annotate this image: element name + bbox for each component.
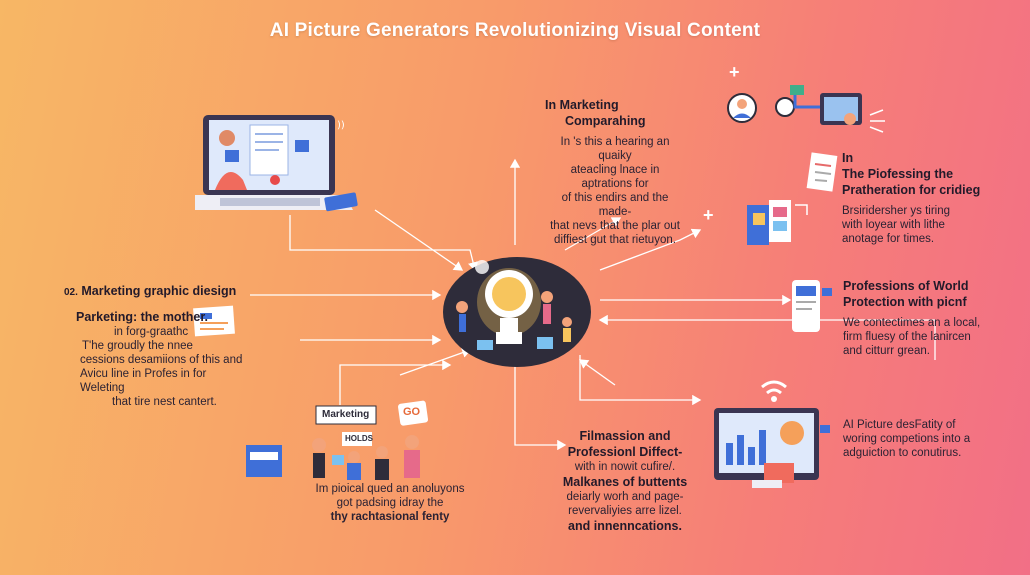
- left-mid-heading: Marketing graphic diesign: [81, 284, 237, 298]
- page-title: AI Picture Generators Revolutionizing Vi…: [269, 20, 761, 41]
- left-mid-line: Avicu line in Profes in for Weleting: [80, 368, 207, 394]
- top-right-line: anotage for times.: [842, 233, 935, 245]
- document-icon: [806, 152, 838, 192]
- right-mid-heading-2: Protection with picnf: [843, 295, 967, 309]
- right-mid-text: Professions of World Protection with pic…: [843, 278, 993, 358]
- bottom-center-heading-1: Filmassion and: [579, 429, 671, 443]
- go-sign-label: GO: [403, 406, 421, 418]
- top-center-line: diffiest gut that rietuyon.: [554, 234, 676, 246]
- bottom-center-footer: and innenncations.: [568, 519, 682, 533]
- right-mid-heading-1: Professions of World: [843, 279, 969, 293]
- top-center-line: In 's this a hearing an quaiky: [560, 136, 670, 162]
- arrow-bottom-left-2: [399, 347, 472, 376]
- laptop-illustration: )): [195, 115, 358, 212]
- top-right-heading-3: Pratheration for cridieg: [842, 183, 981, 197]
- top-right-heading-2: The Piofessing the: [842, 167, 954, 181]
- top-right-heading-1: In: [842, 151, 854, 165]
- bottom-center-heading-2: Professionl Diffect-: [567, 445, 683, 459]
- left-mid-line: that tire nest cantert.: [112, 396, 217, 408]
- top-right-line: Brsiridersher ys tiring: [842, 205, 950, 217]
- left-mid-text: 02. Marketing graphic diesign Parketing:…: [64, 283, 254, 409]
- monitor-illustration: [714, 380, 830, 488]
- phone-icon: [792, 280, 832, 332]
- left-mid-line: cessions desamiions of this and: [80, 354, 243, 366]
- bottom-center-line: revervaliyies arre lizel.: [568, 505, 682, 517]
- left-doc-icon: [193, 305, 235, 337]
- holds-sign-label: HOLDS: [345, 434, 373, 443]
- bottom-center-text: Filmassion and Professionl Diffect- with…: [545, 428, 705, 534]
- left-mid-subheading: Parketing: the mother.: [76, 310, 208, 324]
- bottom-right-line: AI Picture desFatity of: [843, 419, 956, 431]
- central-hub: [443, 257, 591, 367]
- arrow-top-right: [599, 228, 702, 271]
- plus-icon: +: [729, 62, 740, 82]
- photo-board-icon: [747, 200, 808, 245]
- bottom-center-line: with in nowit cufire/.: [574, 461, 676, 473]
- bottom-center-line: deiarly worh and page-: [566, 491, 684, 503]
- marketing-team-illustration: Marketing GO HOLDS: [244, 400, 454, 480]
- arrow-bottom-right-up: [578, 359, 616, 386]
- marketing-sign-label: Marketing: [322, 409, 370, 420]
- section-number: 02.: [64, 287, 78, 298]
- top-center-heading-2: Comparahing: [565, 114, 646, 128]
- arrow-bottom-left: [339, 359, 452, 405]
- bottom-center-heading-3: Malkanes of buttents: [562, 475, 688, 489]
- arrow-laptop-2: [289, 215, 479, 272]
- plus-icon: +: [703, 205, 714, 225]
- arrow-laptop: [374, 209, 464, 271]
- arrow-bottom-right: [579, 355, 702, 406]
- bottom-left-footer: thy rachtasional fenty: [330, 511, 450, 523]
- top-center-text: In Marketing Comparahing In 's this a he…: [545, 97, 685, 247]
- top-right-icons: [727, 85, 885, 133]
- bottom-left-text: Im pioical qued an anoluyons got padsing…: [290, 482, 490, 524]
- top-center-line: that nevs that the plar out: [550, 220, 680, 232]
- top-center-heading-1: In Marketing: [545, 98, 619, 112]
- left-mid-line: T'he groudly the nnee: [82, 340, 193, 352]
- top-right-text: In The Piofessing the Pratheration for c…: [842, 150, 992, 246]
- right-mid-line: firm fluesy of the lanircen: [843, 331, 971, 343]
- bottom-right-line: adguiction to conutirus.: [843, 447, 962, 459]
- arrow-right-2: [598, 314, 936, 360]
- right-mid-line: We contectimes an a local,: [843, 317, 981, 329]
- svg-text:)): )): [337, 120, 345, 131]
- left-mid-line: in forg-graathc: [114, 326, 189, 338]
- right-mid-line: and citturr grean.: [843, 345, 930, 357]
- arrow-bottom-center: [514, 350, 567, 451]
- bottom-left-line: got padsing idray the: [336, 497, 444, 509]
- top-right-line: with loyear with lithe: [842, 219, 945, 231]
- bottom-right-line: woring competions into a: [843, 433, 971, 445]
- bottom-left-line: Im pioical qued an anoluyons: [315, 483, 465, 495]
- arrow-top-center-2: [564, 217, 622, 251]
- top-center-line: of this endirs and the made-: [561, 192, 669, 218]
- top-center-line: ateacling lnace in aptrations for: [570, 164, 660, 190]
- bottom-right-text: AI Picture desFatity of woring competion…: [843, 418, 993, 460]
